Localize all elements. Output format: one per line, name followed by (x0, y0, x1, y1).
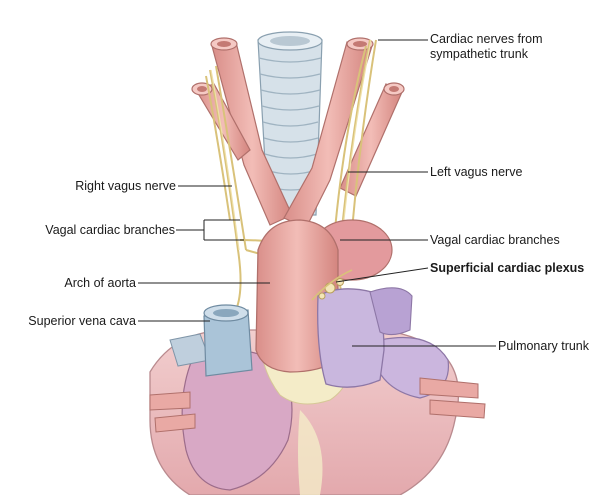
label-superior-vena-cava: Superior vena cava (28, 314, 136, 328)
superior-vena-cava (203, 304, 253, 377)
right-carotid-artery (191, 37, 293, 226)
label-cardiac-nerves-sympathetic: Cardiac nerves from sympathetic trunk (430, 32, 543, 61)
label-vagal-cardiac-branches-left: Vagal cardiac branches (430, 233, 560, 247)
label-right-vagus-nerve: Right vagus nerve (75, 179, 176, 193)
leader-superficial-cardiac-plexus (335, 267, 429, 283)
label-superficial-cardiac-plexus: Superficial cardiac plexus (430, 261, 585, 275)
side-vessels (149, 333, 486, 433)
trachea (257, 31, 323, 216)
leader-lines (138, 39, 496, 347)
label-left-vagus-nerve: Left vagus nerve (430, 165, 523, 179)
leader-vagal-cardiac-branches-right (176, 219, 244, 241)
superficial-cardiac-plexus (311, 269, 353, 301)
label-arch-of-aorta: Arch of aorta (64, 276, 136, 290)
label-vagal-cardiac-branches-right: Vagal cardiac branches (45, 223, 175, 237)
label-pulmonary-trunk: Pulmonary trunk (498, 339, 590, 353)
pulmonary-trunk (317, 287, 413, 388)
aortic-arch (255, 219, 393, 373)
